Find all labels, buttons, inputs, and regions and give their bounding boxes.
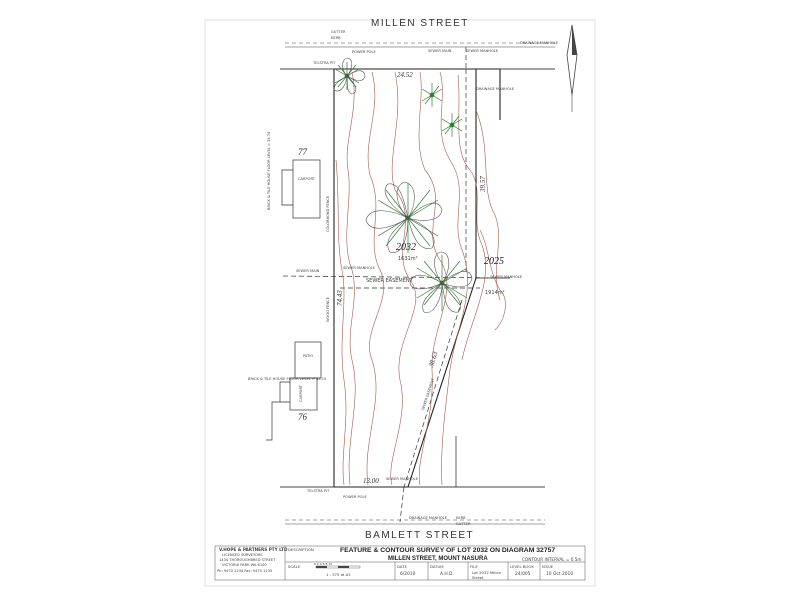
date-label: DATE xyxy=(397,564,407,569)
lot-boundary xyxy=(333,68,510,488)
neighbour-structures xyxy=(266,159,322,441)
file-label: FILE xyxy=(470,564,478,569)
dimension-east-upper: 39.57 xyxy=(479,176,487,192)
scale-label: SCALE xyxy=(288,564,301,569)
description-label: DESCRIPTION xyxy=(288,547,314,552)
south-street-name: BAMLETT STREET xyxy=(365,530,475,541)
gutter-label-north: GUTTER xyxy=(331,30,346,34)
patio-label-76: PATIO xyxy=(303,354,314,358)
drainage-manhole-label-east: DRAINAGE MANHOLE xyxy=(476,87,514,91)
lot-number-77: 77 xyxy=(298,147,307,157)
company-name: V.HOPE & PARTNERS PTY LTD xyxy=(219,547,288,552)
contour-lines xyxy=(335,71,506,486)
company-phone: Ph: 9470 1234 Fax: 9470 1235 xyxy=(217,569,273,573)
level-book-label: LEVEL BOOK xyxy=(510,564,534,569)
lot-number-east: 2025 xyxy=(484,256,504,267)
dimension-south: 13.00 xyxy=(363,477,379,485)
sewer-main-label-mid: SEWER MAIN xyxy=(296,269,320,273)
north-street-name: MILLEN STREET xyxy=(371,18,469,29)
sewer-manhole-label-north: SEWER MANHOLE xyxy=(466,49,499,53)
sewer-manhole-label-south: SEWER MANHOLE xyxy=(386,477,419,481)
carport-label-77: CARPORT xyxy=(298,177,315,181)
scale-ratio: 1 : 375 at A3 xyxy=(326,572,351,577)
dimension-north: 24.52 xyxy=(397,71,413,79)
level-book-value: 24/005 xyxy=(515,572,531,577)
sewer-easement-label: SEWER EASEMENT xyxy=(366,278,413,284)
telstra-pit-label-north: TELSTRA PIT xyxy=(313,61,336,65)
sewer-manhole-label-east: SEWER MANHOLE xyxy=(490,275,523,279)
house-76-label: BRICK & TILE HOUSE FLOOR LEVEL = 34.15 xyxy=(248,377,327,381)
tree-canopies xyxy=(333,57,473,313)
drainage-manhole-label-south: DRAINAGE MANHOLE xyxy=(409,516,447,520)
company-address-line1: 1434 THOROUGHBRED STREET xyxy=(219,558,276,562)
kerb-label-south: KERB xyxy=(456,516,466,520)
power-pole-label-south: POWER POLE xyxy=(343,495,367,499)
sewer-main-label-north: SEWER MAIN xyxy=(428,49,452,53)
title-block-frame xyxy=(214,545,586,581)
date-value: 6/2010 xyxy=(400,572,416,577)
company-subtitle: LICENSED SURVEYORS xyxy=(222,553,263,557)
colorbond-fence-label: COLORBOND FENCE xyxy=(326,195,330,232)
lot-area-east: 1914m² xyxy=(485,290,505,296)
datum-label: DATUM xyxy=(430,564,444,569)
bamlett-street-road xyxy=(280,486,545,525)
company-address-line2: VICTORIA PARK WA 6100 xyxy=(222,563,267,567)
scale-bar xyxy=(315,565,361,569)
wood-fence-label: WOOD FENCE xyxy=(326,297,330,322)
drainage-manhole-label-north: DRAINAGE MANHOLE xyxy=(520,41,558,45)
power-pole-label-north: POWER POLE xyxy=(352,50,376,54)
kerb-label-north: KERB xyxy=(331,36,341,40)
file-value: Lot 2032 Millen Street xyxy=(472,570,502,580)
sheet-border xyxy=(204,19,596,587)
north-arrow xyxy=(566,24,578,112)
datum-value: A.H.D. xyxy=(440,572,454,577)
contour-interval: CONTOUR INTERVAL = 0.5m xyxy=(522,557,582,562)
dimension-west: 74.43 xyxy=(336,290,344,306)
house-77-label: BRICK & TILE HOUSE FLOOR LEVEL = 34.74 xyxy=(267,131,271,210)
telstra-pit-label-south: TELSTRA PIT xyxy=(307,489,330,493)
issue-label: ISSUE xyxy=(542,564,554,569)
carport-label-76: CARPORT xyxy=(299,385,303,402)
sewer-line xyxy=(282,47,506,523)
lot-number-76: 76 xyxy=(298,412,307,422)
lot-area-main: 1631m² xyxy=(398,256,418,262)
survey-description: FEATURE & CONTOUR SURVEY OF LOT 2032 ON … xyxy=(340,547,556,554)
issue-value: 10 Oct 2010 xyxy=(546,572,574,577)
scale-ticks: 0 2 4 6 8 10 xyxy=(314,562,333,566)
sewer-manhole-label-mid: SEWER MANHOLE xyxy=(343,266,376,270)
gutter-label-south: GUTTER xyxy=(456,522,471,526)
lot-number-main: 2032 xyxy=(396,242,416,253)
survey-address: MILLEN STREET, MOUNT NASURA xyxy=(388,556,488,562)
